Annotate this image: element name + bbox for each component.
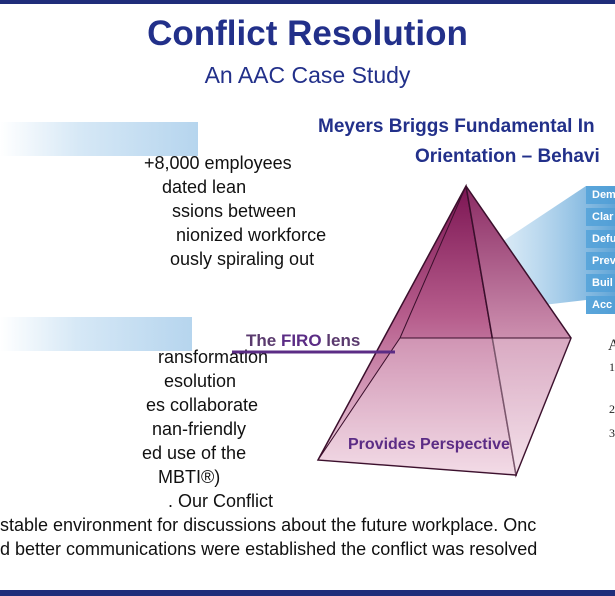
page-subtitle: An AAC Case Study — [204, 62, 411, 88]
diagram-title-line1: Meyers Briggs Fundamental In — [318, 116, 595, 137]
text-line: MBTI®) — [158, 467, 221, 487]
behavior-tab: Clar — [586, 208, 615, 226]
side-fragment: 2 — [609, 402, 615, 416]
behavior-tab: Buil — [586, 274, 615, 292]
text-line: stable environment for discussions about… — [0, 515, 537, 535]
paragraph-outcome: stable environment for discussions about… — [0, 513, 537, 561]
bottom-frame-rule — [0, 590, 615, 596]
perspective-label: Provides Perspective — [348, 436, 510, 453]
top-frame-rule — [0, 0, 615, 4]
text-line: . Our Conflict — [168, 491, 274, 511]
text-line: +8,000 employees — [144, 153, 292, 173]
paragraph-background: +8,000 employees dated lean ssions betwe… — [144, 151, 326, 271]
side-fragment: 1 — [609, 360, 615, 374]
pyramid-shape — [316, 183, 572, 478]
text-line: dated lean — [162, 177, 247, 197]
diagram-title-line2: Orientation – Behavi — [415, 146, 600, 167]
text-line: ed use of the — [142, 443, 247, 463]
text-line: ously spiraling out — [170, 249, 315, 269]
firo-lens-label: The FIRO lens — [246, 331, 361, 350]
text-line: nan-friendly — [152, 419, 247, 439]
side-fragment: 3 — [609, 426, 615, 440]
side-fragment: A — [608, 337, 615, 354]
behavior-tab: Defu — [586, 230, 615, 248]
behavior-tab: Acc — [586, 296, 615, 314]
text-line: es collaborate — [146, 395, 259, 415]
behavior-tab: Prev — [586, 252, 615, 270]
section-bar-middle — [0, 317, 192, 351]
text-line: ssions between — [172, 201, 297, 221]
behavior-tab: Dem — [586, 186, 615, 204]
text-line: d better communications were established… — [0, 539, 538, 559]
text-line: esolution — [164, 371, 237, 391]
section-bar-top — [0, 122, 198, 156]
text-line: nionized workforce — [176, 225, 327, 245]
page-title: Conflict Resolution — [147, 14, 468, 53]
